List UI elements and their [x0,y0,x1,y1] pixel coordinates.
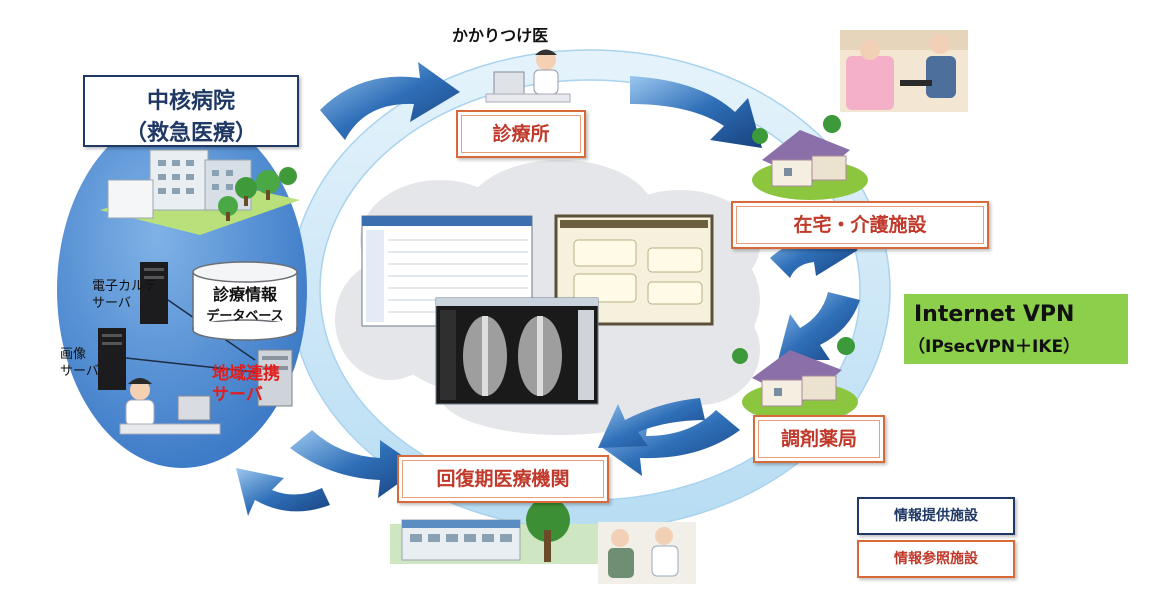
family-doctor-illustration [485,49,571,103]
legend-provider-label: 情報提供施設 [894,508,978,524]
hospital-doctor-illustration [119,378,221,435]
pharmacy-house-illustration [732,337,858,422]
internet-vpn-title: Internet VPN [914,302,1075,327]
clinical-database-label: 診療情報 データベース [206,285,284,324]
arrow-clinic-to-home [630,76,762,148]
xray-viewer-screen [435,297,599,405]
emr-screen-right [554,214,714,326]
legend-provider-box: 情報提供施設 [857,497,1015,535]
home-care-box: 在宅・介護施設 [731,201,989,249]
internet-vpn-badge: Internet VPN （IPsecVPN＋IKE） [904,294,1128,364]
core-hospital-box: 中核病院 （救急医療） [83,75,299,147]
internet-vpn-subtitle: （IPsecVPN＋IKE） [908,337,1081,357]
hospital-building-illustration [100,149,300,235]
arrow-home-to-pharmacy [778,292,860,360]
clinic-label: 診療所 [492,123,550,145]
home-house-illustration [752,115,868,200]
pharmacy-label: 調剤薬局 [780,428,857,450]
arrow-recovery-to-hospital [236,468,330,516]
home-care-illustration [840,30,968,112]
emr-server-icon [140,262,168,324]
regional-server-icon [257,349,293,407]
image-server-icon [98,328,126,390]
legend-viewer-box: 情報参照施設 [857,540,1015,578]
clinic-box: 診療所 [456,110,586,158]
recovery-building-illustration [390,498,696,584]
arrow-hospital-to-recovery [290,430,420,498]
arrow-hospital-to-clinic [320,62,460,140]
arrow-pharmacy-to-cloud [770,222,858,278]
recovery-box: 回復期医療機関 [397,455,609,503]
image-server-label: 画像 サーバ [60,347,99,379]
regional-server-label: 地域連携 サーバ [212,364,280,405]
pharmacy-box: 調剤薬局 [753,415,885,463]
legend-viewer-label: 情報参照施設 [894,551,978,567]
emr-server-label: 電子カルテ サーバ [92,279,158,311]
clinical-database-icon [192,261,298,341]
home-care-label: 在宅・介護施設 [793,214,927,236]
arrow-recovery-inbound [598,398,705,448]
recovery-label: 回復期医療機関 [436,468,570,490]
core-hospital-label: 中核病院 [146,89,235,114]
arrow-pharmacy-to-recovery [600,410,740,476]
family-doctor-label: かかりつけ医 [452,26,549,45]
core-hospital-sublabel: （救急医療） [124,121,257,146]
